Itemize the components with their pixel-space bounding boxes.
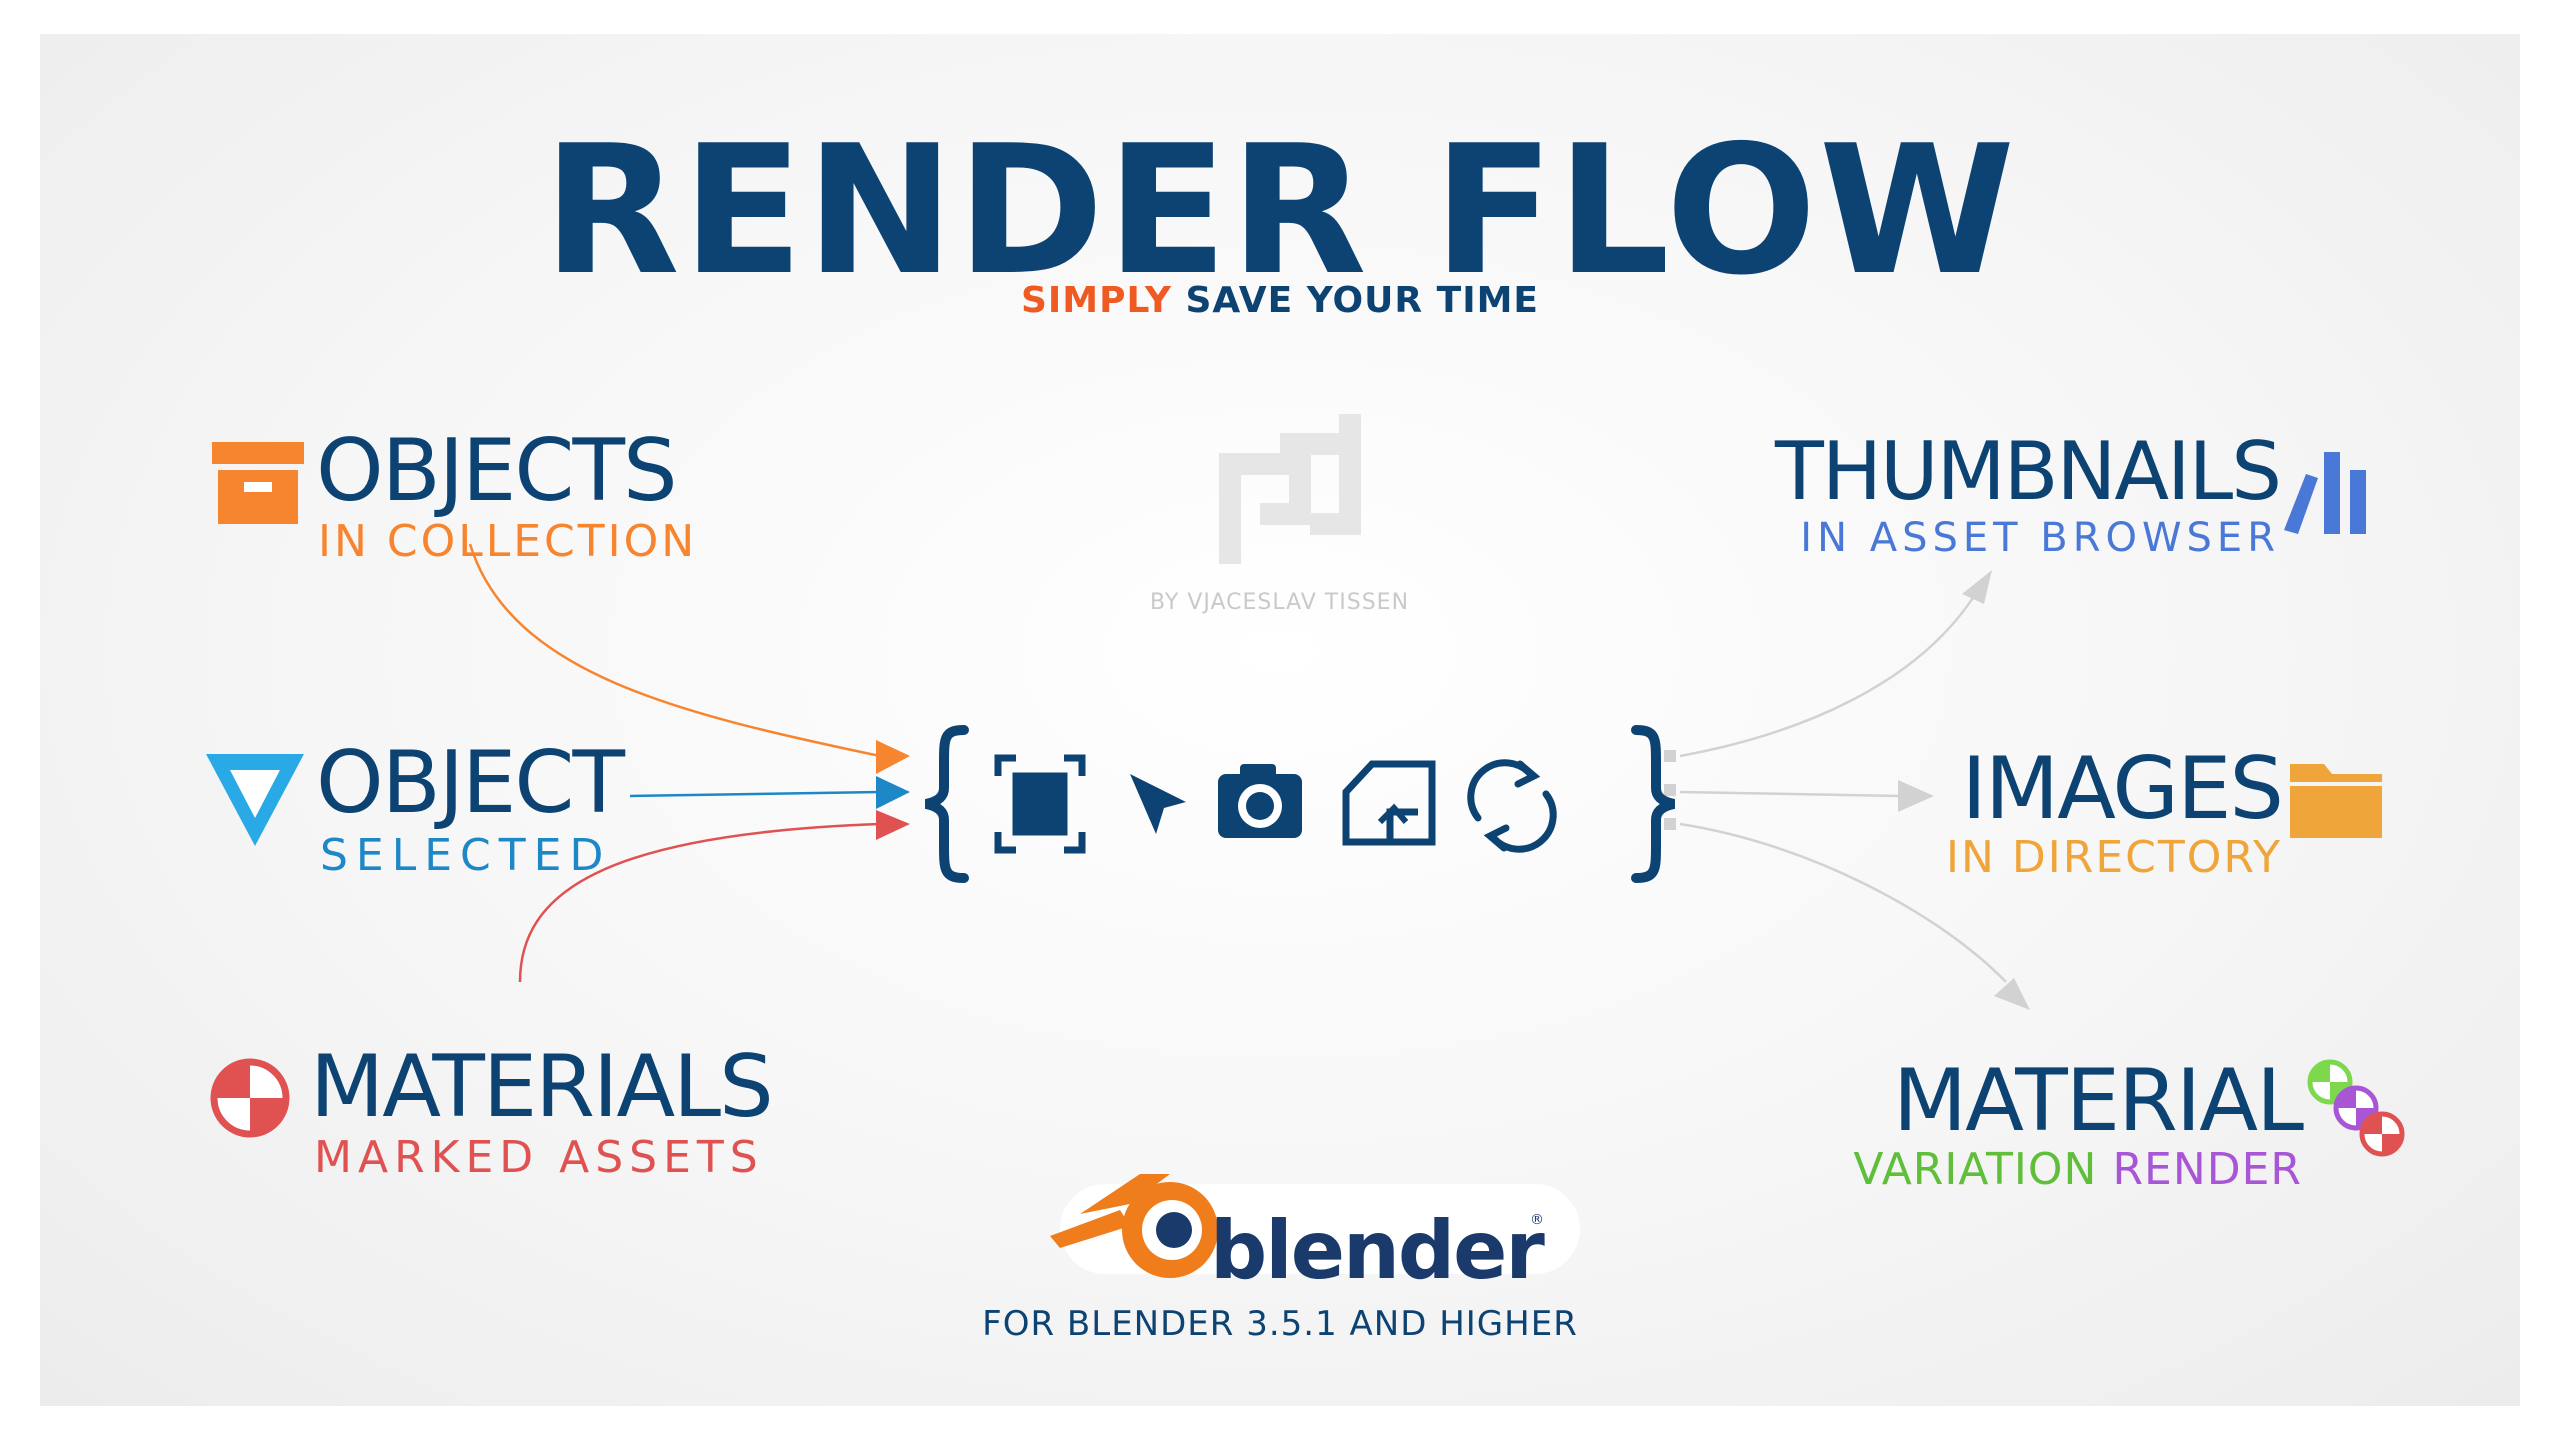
output-sublabel-material-render: RENDER: [2112, 1144, 2302, 1195]
infographic-canvas: RENDER FLOW SIMPLY SAVE YOUR TIME BY VJA…: [40, 34, 2520, 1406]
asset-library-icon: [2284, 452, 2366, 534]
connector-materials: [518, 822, 881, 983]
image-crop-icon: [1342, 760, 1436, 846]
output-label-images: IMAGES: [1961, 739, 2284, 839]
output-label-material: MATERIAL: [1892, 1051, 2304, 1151]
page-subtitle: SIMPLY SAVE YOUR TIME: [40, 280, 2520, 321]
object-triangle-icon: [206, 754, 304, 846]
input-sublabel-materials: MARKED ASSETS: [314, 1132, 764, 1183]
arrowhead-thumbnails: [1962, 570, 1992, 604]
author-credit: BY VJACESLAV TISSEN: [1150, 590, 1410, 615]
connector-material: [1679, 822, 2007, 983]
refresh-icon: [1467, 759, 1557, 853]
material-variation-icon: [2307, 1059, 2405, 1157]
cursor-arrow-icon: [1130, 774, 1186, 834]
output-sublabel-images: IN DIRECTORY: [1946, 832, 2282, 883]
output-sublabel-thumbnails: IN ASSET BROWSER: [1800, 515, 2280, 561]
input-label-materials: MATERIALS: [310, 1037, 774, 1137]
connector-thumbnails: [1679, 589, 1980, 758]
arrowhead-material: [1994, 978, 2030, 1010]
output-thumbnails: THUMBNAILS IN ASSET BROWSER: [1660, 425, 2282, 561]
material-ball-icon: [210, 1058, 290, 1138]
folder-icon: [2290, 764, 2382, 838]
author-logo-icon: [1219, 414, 1361, 564]
blender-wordmark: blender: [1210, 1204, 1545, 1297]
blender-logo-badge: [1050, 1174, 1580, 1278]
storage-box-icon: [212, 442, 304, 524]
arrowhead-images: [1898, 780, 1934, 812]
camera-icon: [1218, 764, 1302, 838]
registered-mark: ®: [1530, 1212, 1544, 1228]
output-images: IMAGES IN DIRECTORY: [1660, 739, 2284, 883]
focus-frame-icon: [994, 754, 1086, 854]
input-label-objects: OBJECTS: [316, 421, 678, 521]
arrowhead-object: [876, 776, 910, 809]
render-process-block: [924, 725, 1676, 883]
output-sublabel-material: VARIATION RENDER: [1660, 1148, 2302, 1192]
arrowhead-objects: [876, 740, 910, 774]
output-material: MATERIAL VARIATION RENDER: [1660, 1051, 2304, 1192]
input-sublabel-object: SELECTED: [320, 830, 612, 881]
input-label-object: OBJECT: [316, 733, 625, 833]
arrowhead-materials: [876, 810, 910, 840]
connector-images: [1679, 790, 1901, 798]
left-brace-icon: [924, 725, 969, 883]
output-sublabel-material-variation: VARIATION: [1853, 1144, 2098, 1195]
connector-objects: [468, 543, 881, 758]
flow-connectors: [468, 543, 2030, 1010]
input-sublabel-objects: IN COLLECTION: [318, 516, 698, 567]
output-label-thumbnails: THUMBNAILS: [1775, 425, 2282, 518]
subtitle-rest: SAVE YOUR TIME: [1171, 280, 1540, 321]
version-note: FOR BLENDER 3.5.1 AND HIGHER: [982, 1304, 1578, 1344]
connector-object: [629, 790, 881, 798]
subtitle-highlight: SIMPLY: [1020, 280, 1172, 321]
right-brace-icon: [1631, 725, 1676, 883]
blender-logo-icon: [1050, 1174, 1218, 1278]
page-title: RENDER FLOW: [542, 107, 2018, 314]
